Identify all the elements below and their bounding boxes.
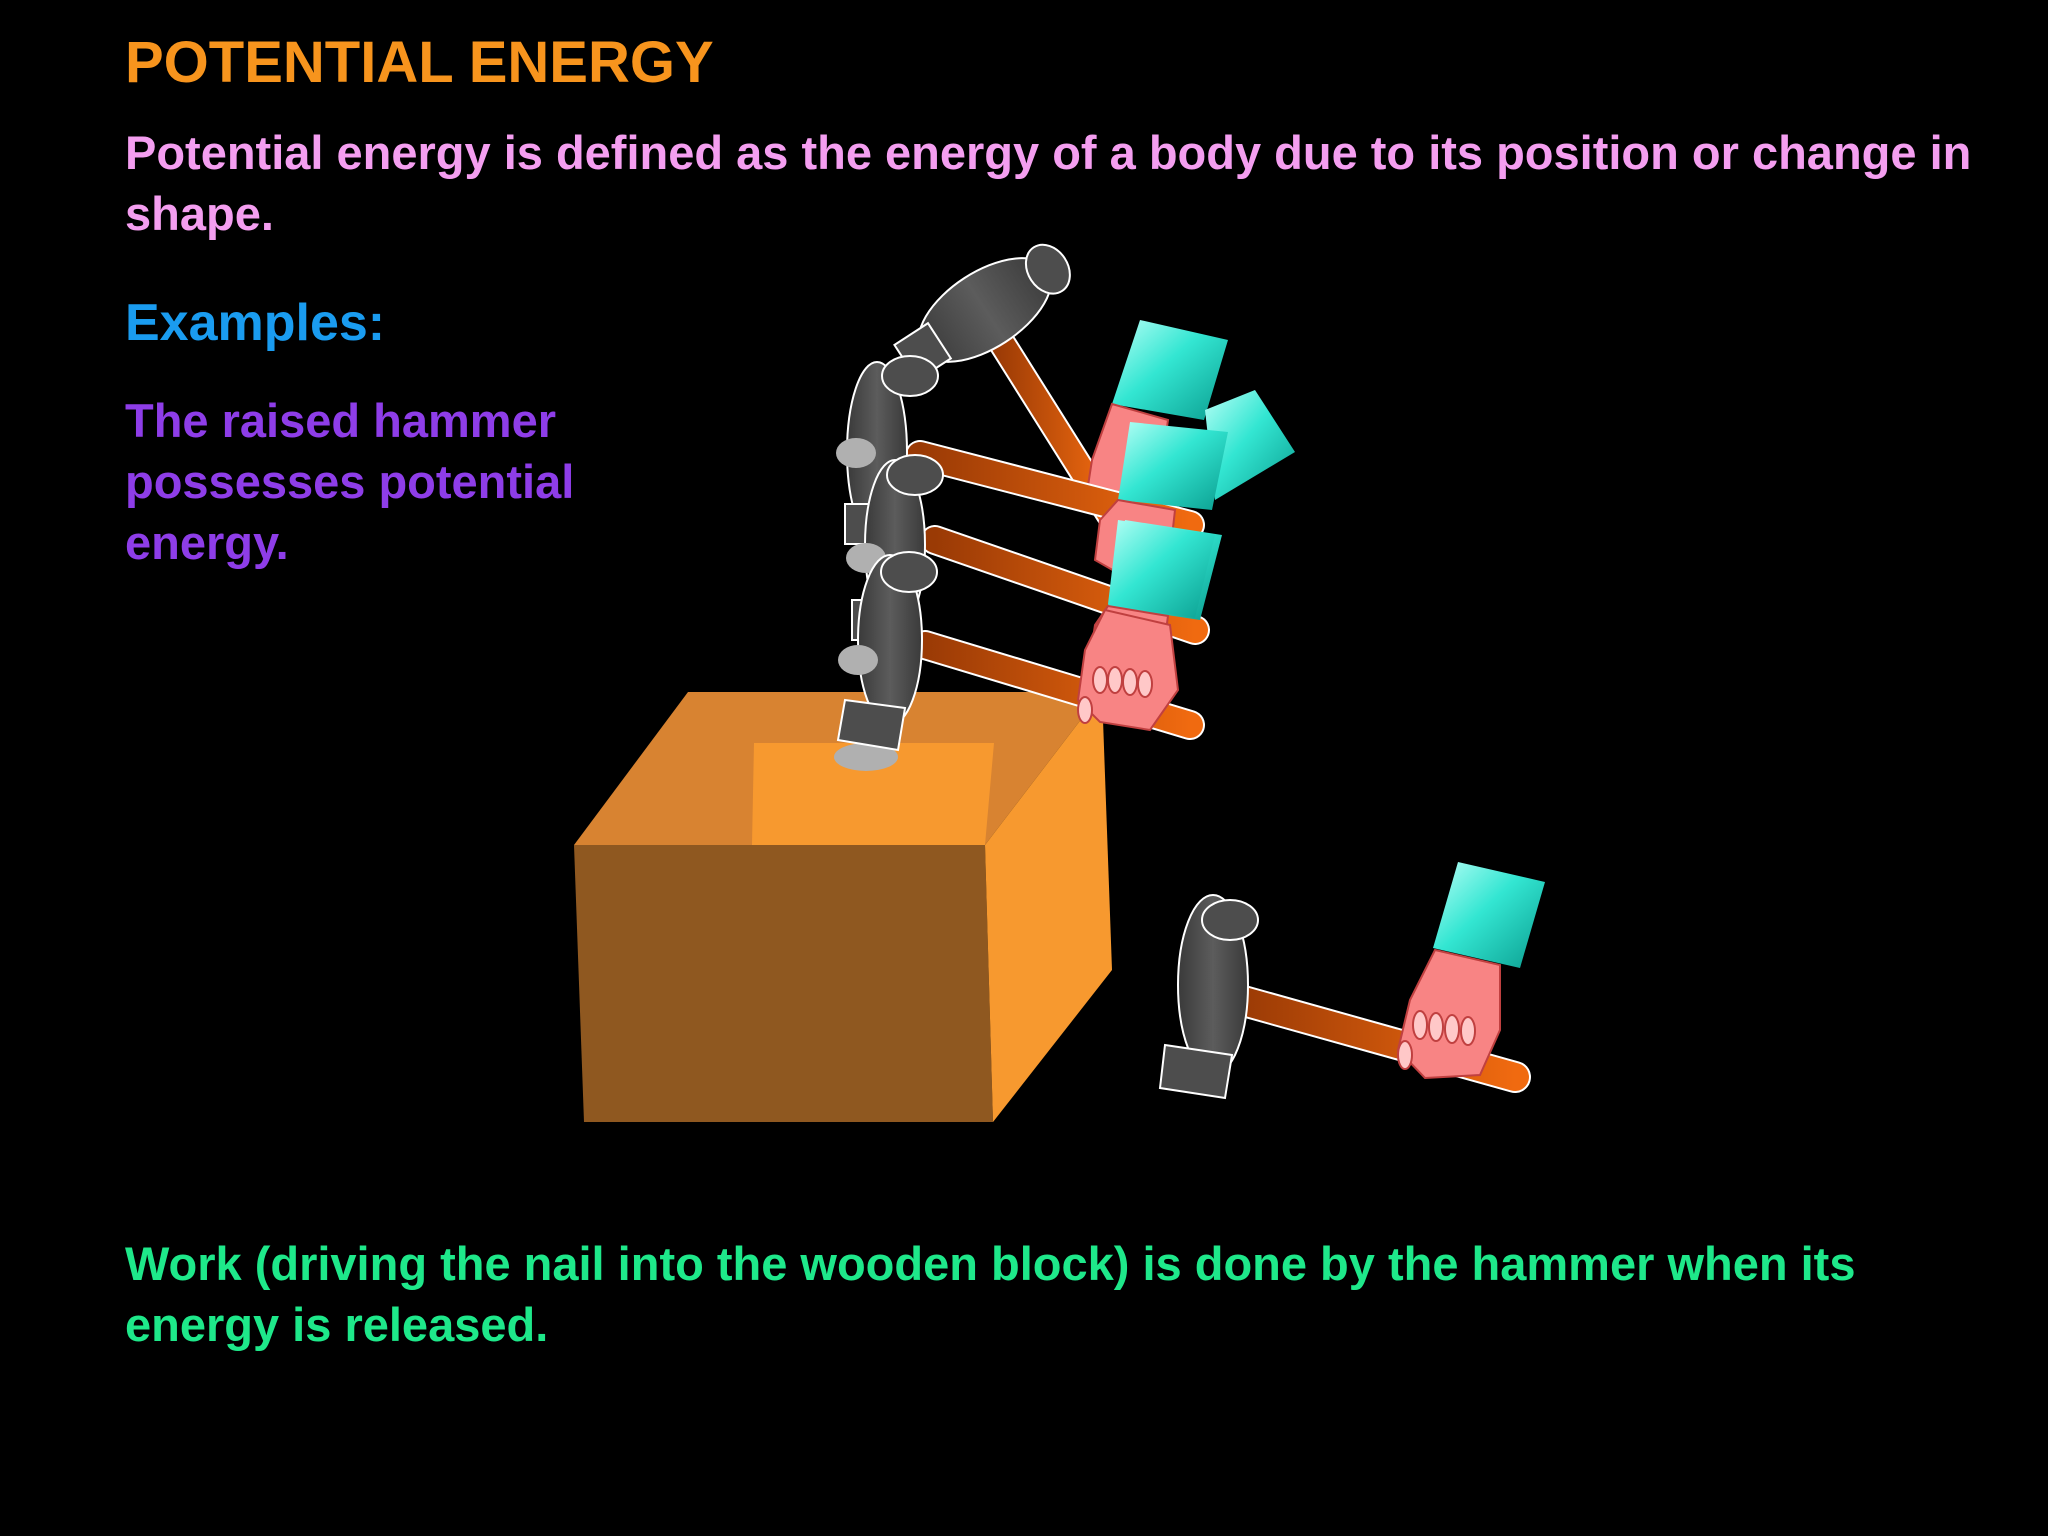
hand-icon	[1396, 948, 1501, 1080]
hand-icon	[1076, 608, 1180, 732]
wooden-block-icon	[574, 692, 1112, 1122]
sleeve-icon	[1433, 862, 1545, 968]
sleeve-icon	[1205, 390, 1295, 500]
nail-icon	[834, 743, 898, 771]
examples-heading: Examples:	[125, 294, 386, 352]
slide-title: POTENTIAL ENERGY	[125, 30, 714, 95]
example-text: The raised hammer possesses potential en…	[125, 394, 575, 569]
sleeve-icon	[1112, 320, 1228, 420]
conclusion-text: Work (driving the nail into the wooden b…	[125, 1237, 1856, 1351]
sleeve-icon	[1118, 422, 1228, 510]
sleeve-icon	[1108, 520, 1215, 618]
definition-text: Potential energy is defined as the energ…	[125, 126, 1972, 240]
